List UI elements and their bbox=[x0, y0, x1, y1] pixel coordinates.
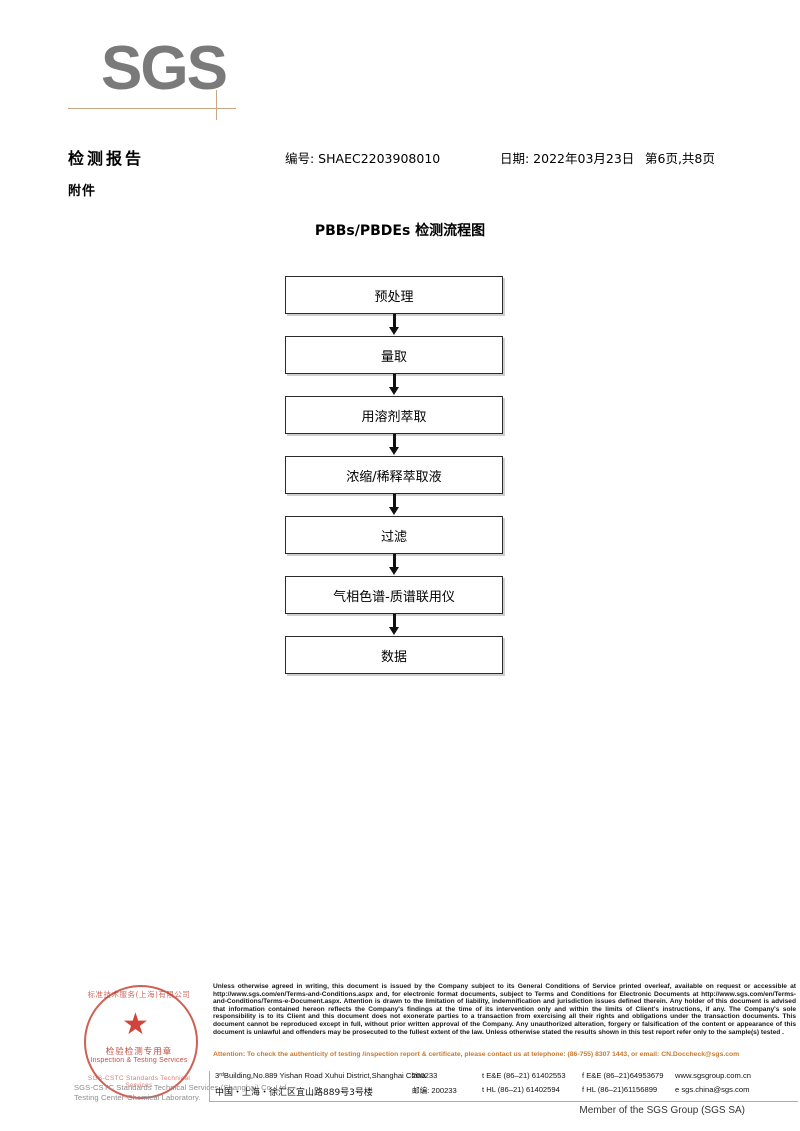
document-footer: 标准技术服务(上海)有限公司 ★ 检验检测专用章 Inspection & Te… bbox=[0, 975, 800, 1131]
address-row-en: 3ʳᵈBuilding,No.889 Yishan Road Xuhui Dis… bbox=[210, 1071, 800, 1085]
flow-node-pretreatment: 预处理 bbox=[285, 276, 503, 314]
website-url: www.sgsgroup.com.cn bbox=[675, 1071, 751, 1080]
logo-vertical-tick bbox=[216, 90, 217, 120]
laboratory-name-line2: Testing Center-Chemical Laboratory. bbox=[74, 1093, 201, 1102]
flow-arrow-down-icon bbox=[285, 374, 503, 396]
address-row-cn: 中国・上海・徐汇区宜山路889号3号楼 邮编: 200233 t HL (86–… bbox=[210, 1085, 800, 1099]
footer-rule bbox=[209, 1101, 798, 1102]
seal-star-icon: ★ bbox=[122, 1008, 149, 1041]
flow-node-filtration: 过滤 bbox=[285, 516, 503, 554]
attention-notice: Attention: To check the authenticity of … bbox=[213, 1051, 740, 1058]
zip-cn: 邮编: 200233 bbox=[412, 1086, 457, 1095]
laboratory-name-line1: SGS-CSTC Standards Technical Services (S… bbox=[74, 1083, 289, 1092]
member-notice: Member of the SGS Group (SGS SA) bbox=[0, 1105, 790, 1116]
flowchart: 预处理 量取 用溶剂萃取 浓缩/稀释萃取液 过滤 气相色谱-质谱联用仪 数据 bbox=[285, 276, 505, 674]
flow-node-solvent-extraction: 用溶剂萃取 bbox=[285, 396, 503, 434]
page-title: 检测报告 bbox=[68, 149, 145, 168]
seal-arc-top-text: 标准技术服务(上海)有限公司 bbox=[87, 990, 191, 999]
flow-arrow-down-icon bbox=[285, 434, 503, 456]
fax-ee: f E&E (86–21)64953679 bbox=[582, 1071, 664, 1080]
flow-arrow-down-icon bbox=[285, 554, 503, 576]
company-seal-stamp: 标准技术服务(上海)有限公司 ★ 检验检测专用章 Inspection & Te… bbox=[70, 983, 288, 1102]
tel-ee: t E&E (86–21) 61402553 bbox=[482, 1071, 566, 1080]
flow-node-measure: 量取 bbox=[285, 336, 503, 374]
report-date: 日期: 2022年03月23日 bbox=[500, 151, 635, 166]
address-en: 3ʳᵈBuilding,No.889 Yishan Road Xuhui Dis… bbox=[215, 1071, 426, 1080]
sgs-logo-text: SGS bbox=[101, 34, 228, 103]
seal-circle-icon bbox=[84, 985, 198, 1099]
page-indicator: 第6页,共8页 bbox=[645, 151, 715, 166]
fax-hl: f HL (86–21)61156899 bbox=[582, 1085, 658, 1094]
flow-arrow-down-icon bbox=[285, 494, 503, 516]
address-block: 3ʳᵈBuilding,No.889 Yishan Road Xuhui Dis… bbox=[209, 1071, 800, 1101]
flowchart-title: PBBs/PBDEs 检测流程图 bbox=[314, 223, 486, 239]
member-notice-text: Member of the SGS Group (SGS SA) bbox=[579, 1105, 745, 1116]
page-subtitle: 附件 bbox=[68, 184, 97, 199]
flow-node-gcms: 气相色谱-质谱联用仪 bbox=[285, 576, 503, 614]
logo-horizontal-rule bbox=[68, 108, 236, 109]
seal-arc-bottom-text: SGS-CSTC Standards Technical Services bbox=[87, 1075, 191, 1089]
email-address: e sgs.china@sgs.com bbox=[675, 1085, 750, 1094]
flow-arrow-down-icon bbox=[285, 614, 503, 636]
flow-node-data: 数据 bbox=[285, 636, 503, 674]
report-number: 编号: SHAEC2203908010 bbox=[285, 151, 441, 166]
sgs-logo: SGS bbox=[68, 34, 368, 120]
seal-center-en-text: Inspection & Testing Services bbox=[90, 1057, 188, 1064]
flow-arrow-down-icon bbox=[285, 314, 503, 336]
tel-hl: t HL (86–21) 61402594 bbox=[482, 1085, 560, 1094]
legal-terms-text: Unless otherwise agreed in writing, this… bbox=[213, 983, 796, 1036]
zip-en: 200233 bbox=[412, 1071, 438, 1080]
seal-center-cn-text: 检验检测专用章 bbox=[105, 1047, 173, 1057]
flow-node-concentrate-dilute: 浓缩/稀释萃取液 bbox=[285, 456, 503, 494]
address-cn: 中国・上海・徐汇区宜山路889号3号楼 bbox=[215, 1088, 373, 1098]
legal-paragraph: Unless otherwise agreed in writing, this… bbox=[213, 983, 796, 1036]
